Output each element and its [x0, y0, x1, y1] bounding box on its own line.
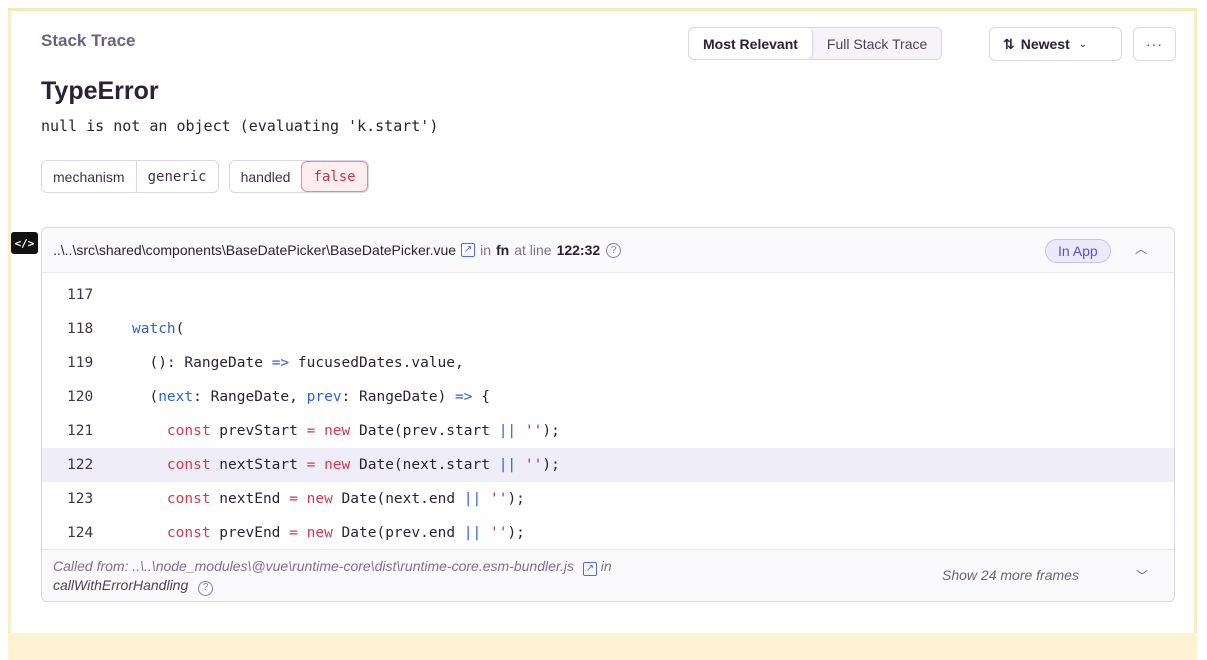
- code-text: (): RangeDate => fucusedDates.value,: [132, 355, 464, 371]
- called-from-function: callWithErrorHandling: [53, 577, 189, 593]
- view-toggle: Most Relevant Full Stack Trace: [688, 27, 943, 60]
- at-line-label: at line: [514, 242, 552, 258]
- mechanism-tags: mechanism generic handled false: [41, 160, 369, 193]
- frame-path: ..\..\src\shared\components\BaseDatePick…: [53, 242, 457, 258]
- open-external-icon[interactable]: ↗: [582, 562, 597, 576]
- stack-trace-panel: Stack Trace Most Relevant Full Stack Tra…: [8, 11, 1197, 633]
- line-number: 123: [67, 491, 94, 507]
- line-number: 118: [67, 321, 94, 337]
- sort-dropdown[interactable]: ⇅ Newest ⌄: [989, 27, 1122, 61]
- sort-label: Newest: [1020, 36, 1070, 52]
- full-stack-trace-button[interactable]: Full Stack Trace: [826, 35, 928, 52]
- chevron-down-icon: ⌄: [1078, 38, 1088, 50]
- line-number: 122: [67, 457, 94, 473]
- show-more-frames-button[interactable]: Show 24 more frames: [942, 567, 1079, 583]
- line-number: 124: [67, 525, 94, 541]
- exception-type: TypeError: [41, 77, 159, 105]
- sort-arrows-icon: ⇅: [1003, 35, 1015, 52]
- code-text: (next: RangeDate, prev: RangeDate) => {: [132, 389, 490, 405]
- tag-key: handled: [240, 168, 291, 185]
- called-from-path: Called from: ..\..\node_modules\@vue\run…: [53, 558, 575, 574]
- in-label: in: [600, 558, 612, 574]
- code-line: 120 (next: RangeDate, prev: RangeDate) =…: [42, 380, 1174, 414]
- code-line: 123 const nextEnd = new Date(next.end ||…: [42, 482, 1174, 516]
- tag-key: mechanism: [53, 168, 125, 185]
- section-footer-band: [8, 633, 1197, 660]
- code-text: const prevEnd = new Date(prev.end || '')…: [166, 525, 525, 541]
- issue-section-background: Stack Trace Most Relevant Full Stack Tra…: [8, 8, 1197, 660]
- frame-header[interactable]: ..\..\src\shared\components\BaseDatePick…: [42, 228, 1174, 273]
- code-text: watch(: [132, 321, 185, 337]
- most-relevant-button[interactable]: Most Relevant: [689, 28, 813, 59]
- code-text: const nextStart = new Date(next.start ||…: [166, 457, 560, 473]
- frame-function: fn: [496, 242, 510, 258]
- help-icon[interactable]: ?: [606, 242, 622, 258]
- line-number: 117: [67, 287, 94, 303]
- frame-line-col: 122:32: [556, 242, 601, 258]
- open-external-icon[interactable]: ↗: [461, 243, 476, 257]
- line-number: 121: [67, 423, 94, 439]
- called-from: Called from: ..\..\node_modules\@vue\run…: [53, 557, 813, 596]
- stack-frame: ..\..\src\shared\components\BaseDatePick…: [41, 227, 1175, 602]
- in-app-badge: In App: [1045, 239, 1111, 263]
- code-line: 119 (): RangeDate => fucusedDates.value,: [42, 346, 1174, 380]
- code-text: const prevStart = new Date(prev.start ||…: [166, 423, 560, 439]
- code-line: 121 const prevStart = new Date(prev.star…: [42, 414, 1174, 448]
- tag-mechanism[interactable]: mechanism generic: [41, 160, 219, 193]
- more-options-button[interactable]: ···: [1133, 27, 1176, 61]
- tag-handled[interactable]: handled false: [228, 160, 369, 193]
- chevron-down-icon[interactable]: ﹀: [1136, 569, 1149, 583]
- in-label: in: [480, 242, 491, 258]
- help-icon[interactable]: ?: [198, 580, 214, 596]
- code-line-highlighted: 122 const nextStart = new Date(next.star…: [42, 448, 1174, 482]
- code-text: const nextEnd = new Date(next.end || '')…: [166, 491, 525, 507]
- frame-footer: Called from: ..\..\node_modules\@vue\run…: [42, 549, 1174, 601]
- section-title: Stack Trace: [41, 31, 136, 50]
- line-number: 119: [67, 355, 94, 371]
- code-line: 117: [42, 278, 1174, 312]
- code-icon: </>: [11, 232, 38, 254]
- chevron-up-icon[interactable]: ︿: [1135, 242, 1148, 256]
- code-line: 118 watch(: [42, 312, 1174, 346]
- line-number: 120: [67, 389, 94, 405]
- tag-value: generic: [135, 161, 218, 192]
- code-context: 117 118 watch( 119 (): RangeDate => fucus…: [42, 273, 1174, 550]
- tag-value: false: [301, 161, 368, 192]
- code-line: 124 const prevEnd = new Date(prev.end ||…: [42, 516, 1174, 550]
- exception-value: null is not an object (evaluating 'k.sta…: [41, 117, 439, 135]
